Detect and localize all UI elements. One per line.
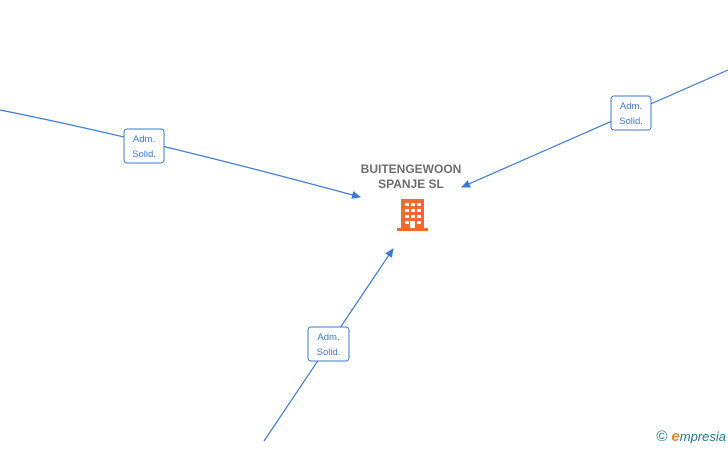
node-title-line2: SPANJE SL <box>378 177 444 191</box>
edge-left <box>0 109 361 199</box>
edge-label-left[interactable]: Adm. Solid. <box>123 128 165 164</box>
copyright-symbol: © <box>656 428 668 445</box>
edge-label-bottom[interactable]: Adm. Solid. <box>307 326 350 362</box>
building-icon <box>397 199 428 231</box>
company-node[interactable]: BUITENGEWOON SPANJE SL <box>361 162 462 231</box>
edge-label-right[interactable]: Adm. Solid. <box>610 95 652 131</box>
edge-label-bottom-line1: Adm. <box>317 332 339 343</box>
edge-label-left-line2: Solid. <box>132 149 156 160</box>
brand-logo: empresia <box>671 428 726 445</box>
brand-watermark: © empresia <box>656 428 726 445</box>
edge-label-right-line2: Solid. <box>619 116 643 127</box>
edge-label-right-line1: Adm. <box>620 101 642 112</box>
node-title-line1: BUITENGEWOON <box>361 162 462 176</box>
edge-right <box>461 69 728 188</box>
edge-label-left-line1: Adm. <box>133 134 155 145</box>
brand-name-rest: mpresia <box>679 429 726 444</box>
edge-label-bottom-line2: Solid. <box>317 347 341 358</box>
brand-initial: e <box>671 428 680 445</box>
